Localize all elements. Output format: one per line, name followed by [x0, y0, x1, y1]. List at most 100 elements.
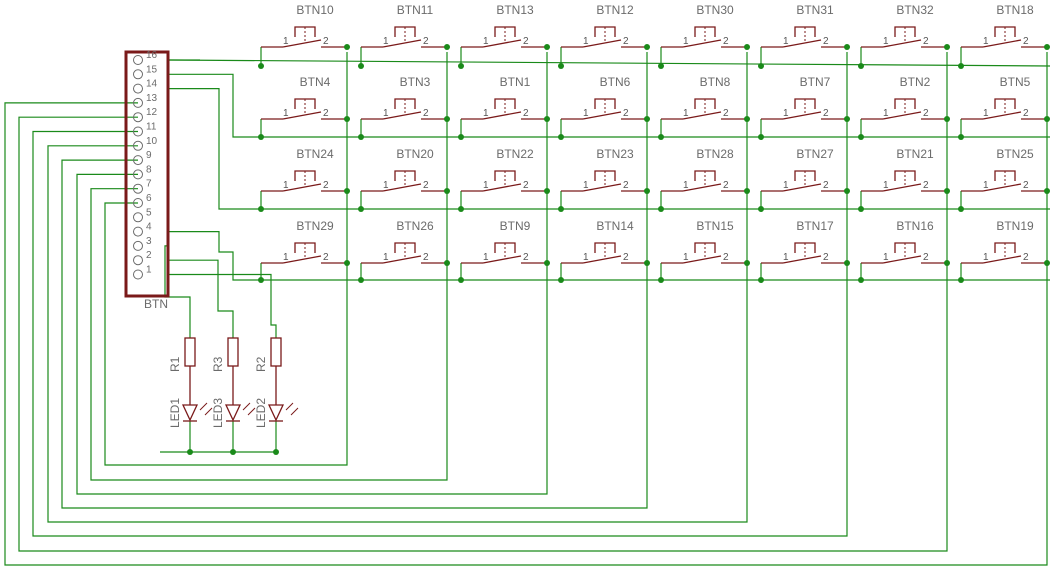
led: LED3: [211, 398, 256, 428]
switch-name-label: BTN3: [400, 75, 431, 89]
switch-pin-label-2: 2: [723, 252, 729, 263]
switch-pin-label-1: 1: [783, 180, 789, 191]
switch-pin-label-1: 1: [583, 252, 589, 263]
switch-name-label: BTN26: [396, 219, 434, 233]
switch-name-label: BTN11: [397, 3, 434, 17]
switch-pin-label-2: 2: [423, 180, 429, 191]
resistor-feed-wire-2: [168, 259, 234, 338]
switch-pin-label-2: 2: [323, 108, 329, 119]
connector-pin-circle: [133, 126, 143, 137]
switch-pin-label-1: 1: [383, 36, 389, 47]
wire-junction: [544, 116, 550, 122]
wire-junction: [758, 134, 764, 140]
switch-lever: [482, 39, 522, 48]
wire-junction: [458, 277, 464, 283]
wire-junction: [544, 260, 550, 266]
connector-pin-circle: [133, 269, 143, 280]
wire-junction: [758, 277, 764, 283]
wire-junction: [558, 277, 564, 283]
connector-pin-number: 2: [146, 250, 152, 261]
row-bus-3: [168, 87, 1050, 210]
switch-name-label: BTN25: [996, 147, 1034, 161]
switch-name-label: BTN10: [296, 3, 334, 17]
switch-name-label: BTN28: [696, 147, 734, 161]
connector-name-label: BTN: [144, 297, 168, 311]
connector-pin-circle: [133, 212, 143, 223]
switch-name-label: BTN2: [900, 75, 931, 89]
wire-junction: [944, 260, 950, 266]
wire-junction: [858, 63, 864, 69]
switch-name-label: BTN23: [596, 147, 634, 161]
switch-pin-label-1: 1: [283, 252, 289, 263]
switch-name-label: BTN21: [896, 147, 934, 161]
wire-junction: [444, 188, 450, 194]
wire-junction: [1044, 116, 1050, 122]
connector-pin-circle: [133, 255, 143, 266]
switch-name-label: BTN13: [496, 3, 534, 17]
wire-junction: [644, 188, 650, 194]
switch-pin-label-1: 1: [983, 180, 989, 191]
wire-junction: [944, 44, 950, 50]
switch-name-label: BTN17: [796, 219, 834, 233]
wire-junction: [744, 44, 750, 50]
resistor: R3: [211, 337, 239, 405]
wire-junction: [358, 277, 364, 283]
switch-pin-label-1: 1: [983, 252, 989, 263]
wire-junction: [658, 206, 664, 212]
switch-lever: [782, 183, 822, 192]
switch-pin-label-2: 2: [523, 252, 529, 263]
wire-junction: [558, 206, 564, 212]
connector-pin-number: 6: [146, 193, 152, 204]
connector-pin-number: 11: [146, 122, 157, 133]
switch-pin-label-1: 1: [283, 36, 289, 47]
switch-pin-label-2: 2: [923, 180, 929, 191]
connector-pin-circle: [133, 155, 143, 166]
switch-name-label: BTN31: [796, 3, 834, 17]
switch-pin-label-1: 1: [483, 180, 489, 191]
wire-junction: [658, 134, 664, 140]
switch-pin-label-2: 2: [1023, 36, 1029, 47]
switch-pin-label-1: 1: [283, 108, 289, 119]
switch-pin-label-1: 1: [583, 180, 589, 191]
wire-junction: [458, 206, 464, 212]
wire-junction: [544, 44, 550, 50]
resistor-label: R3: [211, 356, 225, 372]
wire-junction: [644, 44, 650, 50]
wire-junction: [230, 449, 236, 455]
switch-pin-label-1: 1: [783, 36, 789, 47]
switch-pin-label-2: 2: [823, 180, 829, 191]
resistor-feed-wire-3: [168, 273, 277, 338]
switch-pin-label-2: 2: [723, 108, 729, 119]
switch-lever: [782, 255, 822, 264]
switch-lever: [882, 111, 922, 120]
column-line-3: [76, 52, 548, 495]
connector-pin-number: 15: [146, 64, 158, 75]
switch-pin-label-1: 1: [883, 252, 889, 263]
switch-lever: [382, 39, 422, 48]
wire-junction: [744, 260, 750, 266]
wire-junction: [644, 260, 650, 266]
switch-lever: [582, 111, 622, 120]
switch-lever: [582, 39, 622, 48]
wire-junction: [658, 63, 664, 69]
wire-junction: [958, 277, 964, 283]
column-line-7: [18, 52, 948, 552]
led-emission-arrow: [204, 407, 213, 416]
switch-lever: [682, 183, 722, 192]
connector-pin-number: 1: [146, 265, 152, 276]
switch-lever: [882, 183, 922, 192]
switch-pin-label-2: 2: [623, 36, 629, 47]
connector-pin-circle: [133, 97, 143, 108]
